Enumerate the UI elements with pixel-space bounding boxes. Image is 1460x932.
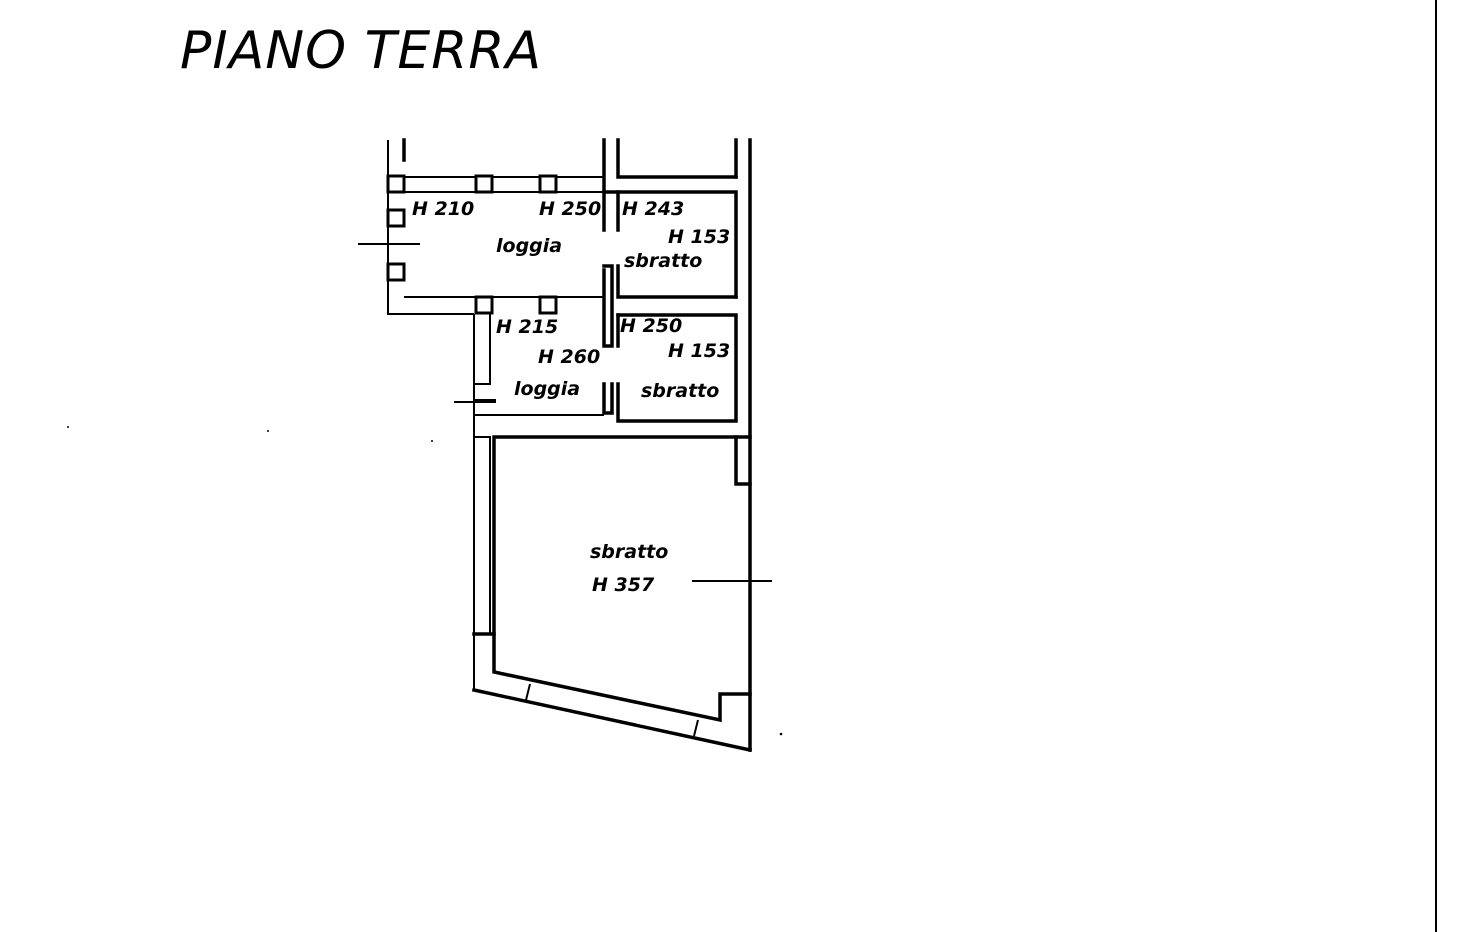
loggia-upper-h-right: H 250	[539, 198, 601, 220]
sbratto-lower-h-inner: H 153	[668, 340, 730, 362]
sbratto-large-h: H 357	[592, 574, 655, 596]
walls	[387, 138, 753, 753]
loggia-lower-h-center: H 260	[538, 346, 600, 368]
loggia-upper-h-left: H 210	[412, 198, 474, 220]
scan-specks	[67, 426, 783, 736]
sbratto-upper-label: sbratto	[624, 250, 702, 272]
sbratto-lower-h-top: H 250	[620, 315, 682, 337]
sbratto-lower-label: sbratto	[641, 380, 719, 402]
sbratto-upper-h-top: H 243	[622, 198, 684, 220]
sbratto-upper-h-inner: H 153	[668, 226, 730, 248]
loggia-lower-label: loggia	[514, 378, 580, 400]
section-markers	[358, 243, 772, 582]
loggia-upper-label: loggia	[496, 235, 562, 257]
pillars	[386, 174, 558, 315]
loggia-lower-h-left: H 215	[496, 316, 558, 338]
plan-title: PIANO TERRA	[180, 21, 542, 81]
sbratto-large-label: sbratto	[590, 541, 668, 563]
